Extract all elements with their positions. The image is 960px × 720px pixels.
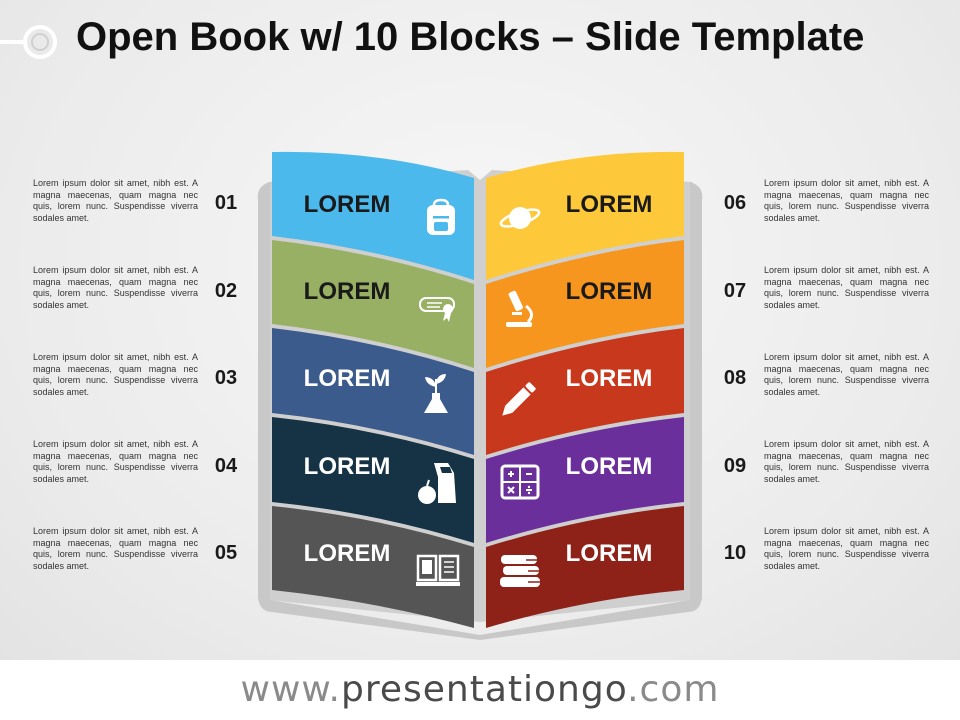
book-block-05 — [272, 506, 474, 628]
block-description-04: Lorem ipsum dolor sit amet, nibh est. A … — [33, 439, 198, 484]
flask-plant-icon — [424, 374, 448, 413]
block-number-02: 02 — [214, 280, 238, 302]
block-label-04: LOREM — [304, 453, 391, 480]
book-block-06 — [486, 151, 684, 280]
block-label-08: LOREM — [566, 365, 653, 392]
footer-url-prefix: www. — [240, 669, 341, 710]
block-description-05: Lorem ipsum dolor sit amet, nibh est. A … — [33, 526, 198, 571]
block-label-10: LOREM — [566, 540, 653, 567]
block-number-08: 08 — [723, 367, 747, 389]
open-book-diagram: LOREM LOREM LOREM LOREM LOREM LOREM LORE… — [257, 151, 703, 640]
block-description-10: Lorem ipsum dolor sit amet, nibh est. A … — [764, 526, 929, 571]
block-number-01: 01 — [214, 192, 238, 214]
footer-url-suffix: .com — [627, 669, 720, 710]
book-block-01 — [272, 151, 474, 280]
block-description-03: Lorem ipsum dolor sit amet, nibh est. A … — [33, 352, 198, 397]
planet-icon — [499, 207, 541, 229]
block-number-06: 06 — [723, 192, 747, 214]
block-number-09: 09 — [723, 455, 747, 477]
book-block-10 — [486, 506, 684, 628]
block-label-06: LOREM — [566, 191, 653, 218]
block-number-07: 07 — [723, 280, 747, 302]
block-label-02: LOREM — [304, 278, 391, 305]
block-label-01: LOREM — [304, 191, 391, 218]
block-description-08: Lorem ipsum dolor sit amet, nibh est. A … — [764, 352, 929, 397]
book-blocks — [272, 151, 684, 628]
block-description-02: Lorem ipsum dolor sit amet, nibh est. A … — [33, 265, 198, 310]
diploma-icon — [419, 297, 455, 322]
block-number-10: 10 — [723, 542, 747, 564]
book-stack-icon — [500, 555, 540, 587]
footer-url: www.presentationgo.com — [0, 660, 960, 720]
block-number-05: 05 — [214, 542, 238, 564]
page-title: Open Book w/ 10 Blocks – Slide Template — [76, 15, 865, 59]
block-label-07: LOREM — [566, 278, 653, 305]
book-block-08 — [486, 328, 684, 455]
block-description-01: Lorem ipsum dolor sit amet, nibh est. A … — [33, 178, 198, 223]
pin-icon — [0, 25, 57, 59]
book-block-09 — [486, 417, 684, 543]
apple-lunchbag-icon — [418, 463, 456, 504]
block-label-05: LOREM — [304, 540, 391, 567]
block-description-07: Lorem ipsum dolor sit amet, nibh est. A … — [764, 265, 929, 310]
calculator-icon — [500, 464, 540, 500]
block-description-06: Lorem ipsum dolor sit amet, nibh est. A … — [764, 178, 929, 223]
book-block-04 — [272, 417, 474, 543]
backpack-icon — [427, 198, 455, 235]
block-description-09: Lorem ipsum dolor sit amet, nibh est. A … — [764, 439, 929, 484]
block-number-04: 04 — [214, 455, 238, 477]
pencil-icon — [502, 382, 536, 416]
book-block-07 — [486, 240, 684, 368]
microscope-icon — [506, 290, 533, 327]
footer-url-brand: presentationgo — [341, 669, 628, 710]
book-block-02 — [272, 240, 474, 368]
open-book-icon — [416, 554, 460, 586]
book-block-03 — [272, 328, 474, 455]
block-label-09: LOREM — [566, 453, 653, 480]
block-number-03: 03 — [214, 367, 238, 389]
block-label-03: LOREM — [304, 365, 391, 392]
